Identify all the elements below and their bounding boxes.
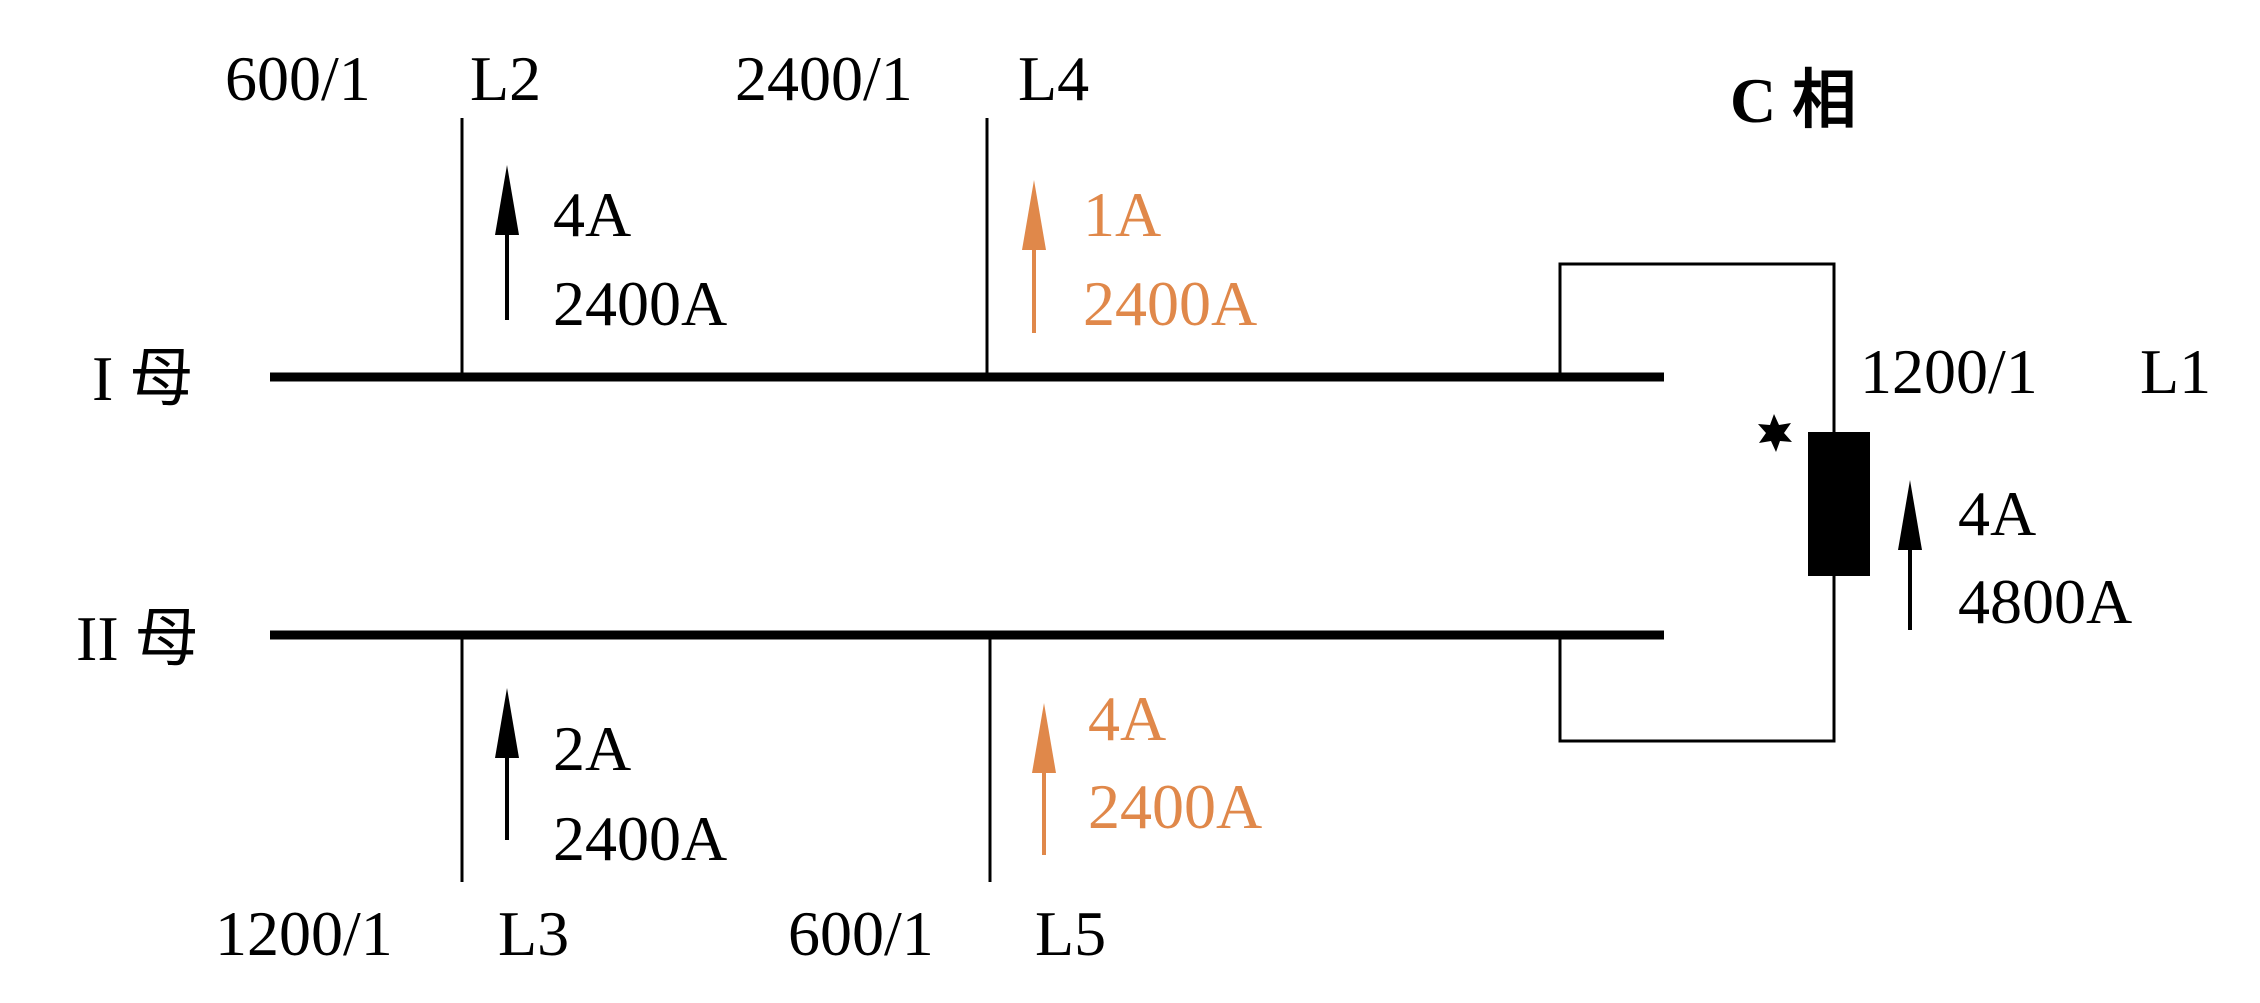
ct-L1-symbol <box>1808 432 1870 576</box>
feeder-L2-secondary-current: 4A <box>553 179 631 250</box>
feeder-L5-ratio: 600/1 <box>788 898 934 969</box>
feeder-L3-name: L3 <box>498 898 569 969</box>
coupler-L1: 1200/1 L1 4A 4800A <box>1558 262 2211 743</box>
coupler-lower-wire <box>1558 576 1836 743</box>
bus-2-label: II 母 <box>76 603 199 674</box>
feeder-L2: 600/1 L2 4A 2400A <box>225 43 727 374</box>
feeder-L2-ratio: 600/1 <box>225 43 371 114</box>
feeder-L4-name: L4 <box>1018 43 1089 114</box>
phase-label: C 相 <box>1730 65 1856 136</box>
feeder-L4-primary-current: 2400A <box>1083 268 1257 339</box>
feeder-L1-ratio: 1200/1 <box>1860 336 2038 407</box>
feeder-L3-primary-current: 2400A <box>553 803 727 874</box>
feeder-L1-secondary-current: 4A <box>1958 478 2036 549</box>
bus-1-label: I 母 <box>92 343 193 414</box>
feeder-L3-ratio: 1200/1 <box>215 898 393 969</box>
coupler-upper-wire <box>1558 262 1836 432</box>
polarity-dot-icon <box>1758 414 1792 452</box>
feeder-L4-secondary-current: 1A <box>1083 179 1161 250</box>
feeder-L2-primary-current: 2400A <box>553 268 727 339</box>
feeder-L5: 4A 2400A 600/1 L5 <box>788 638 1262 969</box>
feeder-L5-name: L5 <box>1035 898 1106 969</box>
feeder-L2-name: L2 <box>470 43 541 114</box>
feeder-L1-current-arrow <box>1898 480 1922 630</box>
feeder-L3-secondary-current: 2A <box>553 713 631 784</box>
feeder-L2-current-arrow <box>495 165 519 320</box>
feeder-L3: 2A 2400A 1200/1 L3 <box>215 638 727 969</box>
feeder-L5-secondary-current: 4A <box>1088 683 1166 754</box>
feeder-L4-ratio: 2400/1 <box>735 43 913 114</box>
feeder-L1-primary-current: 4800A <box>1958 566 2132 637</box>
feeder-L4-current-arrow <box>1022 180 1046 333</box>
feeder-L1-name: L1 <box>2140 336 2211 407</box>
feeder-L3-current-arrow <box>495 688 519 840</box>
feeder-L5-primary-current: 2400A <box>1088 771 1262 842</box>
feeder-L4: 2400/1 L4 1A 2400A <box>735 43 1257 374</box>
feeder-L5-current-arrow <box>1032 703 1056 855</box>
